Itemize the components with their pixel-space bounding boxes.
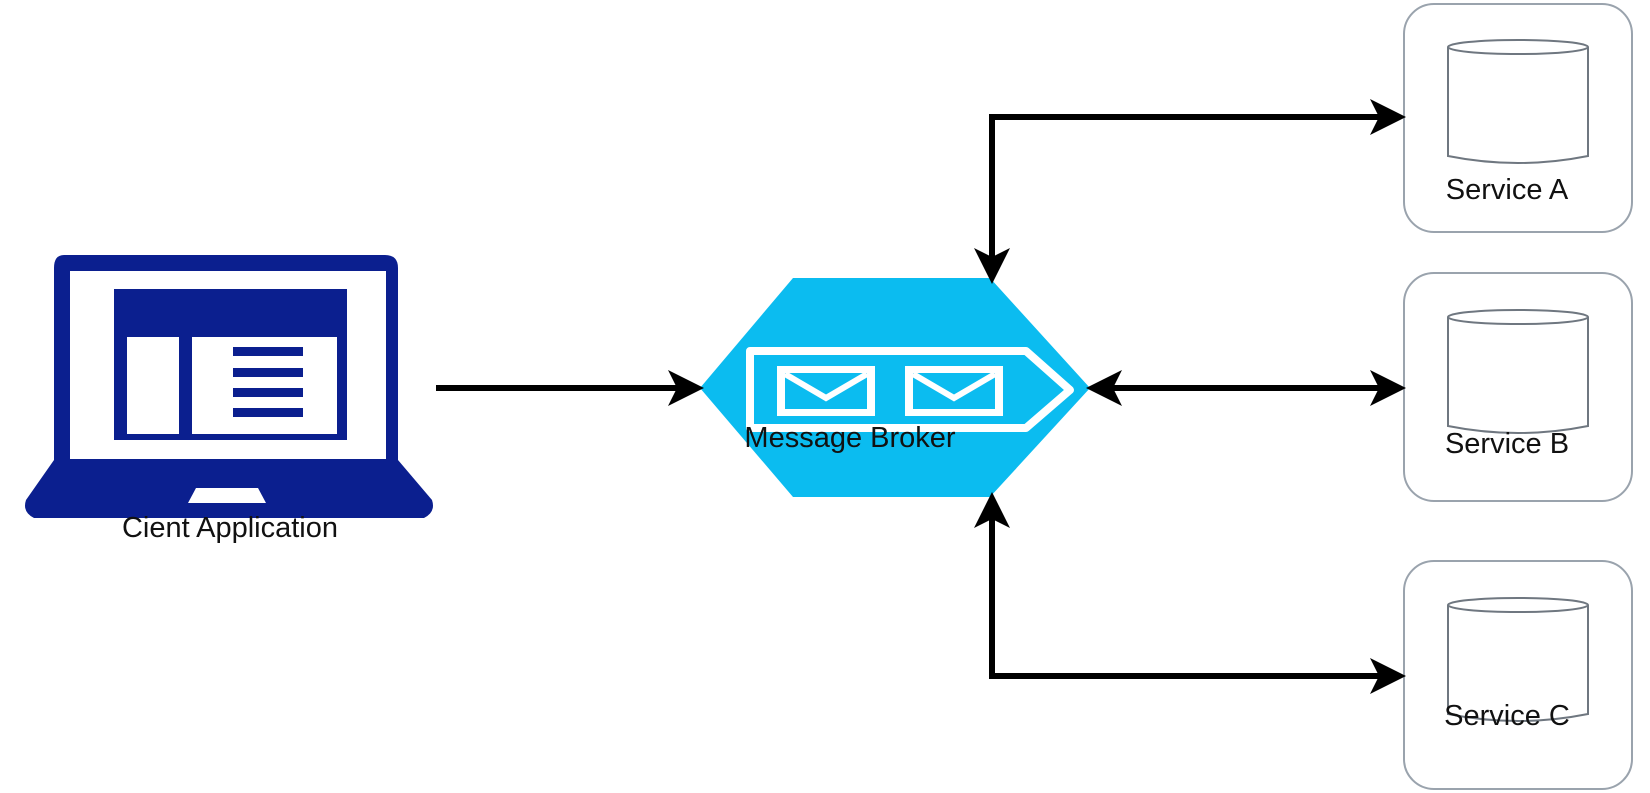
database-cylinder-icon xyxy=(1447,39,1589,164)
laptop-icon xyxy=(25,255,433,518)
service-c-node xyxy=(1403,560,1633,790)
service-b-node xyxy=(1403,272,1633,502)
database-cylinder-icon xyxy=(1447,309,1589,434)
database-cylinder-icon xyxy=(1447,597,1589,722)
broker-service-a-connector xyxy=(974,99,1406,284)
service-b-label: Service B xyxy=(1444,428,1570,460)
message-queue-icon xyxy=(746,347,1074,432)
envelope-icon xyxy=(905,366,1003,416)
broker-service-c-connector xyxy=(974,492,1406,694)
service-c-label: Service C xyxy=(1444,700,1570,732)
message-broker-label: Message Broker xyxy=(744,422,956,454)
envelope-icon xyxy=(777,366,875,416)
message-broker-node xyxy=(700,278,1090,497)
service-a-node xyxy=(1403,3,1633,233)
service-a-label: Service A xyxy=(1445,174,1569,206)
client-application-label: Cient Application xyxy=(121,512,339,544)
